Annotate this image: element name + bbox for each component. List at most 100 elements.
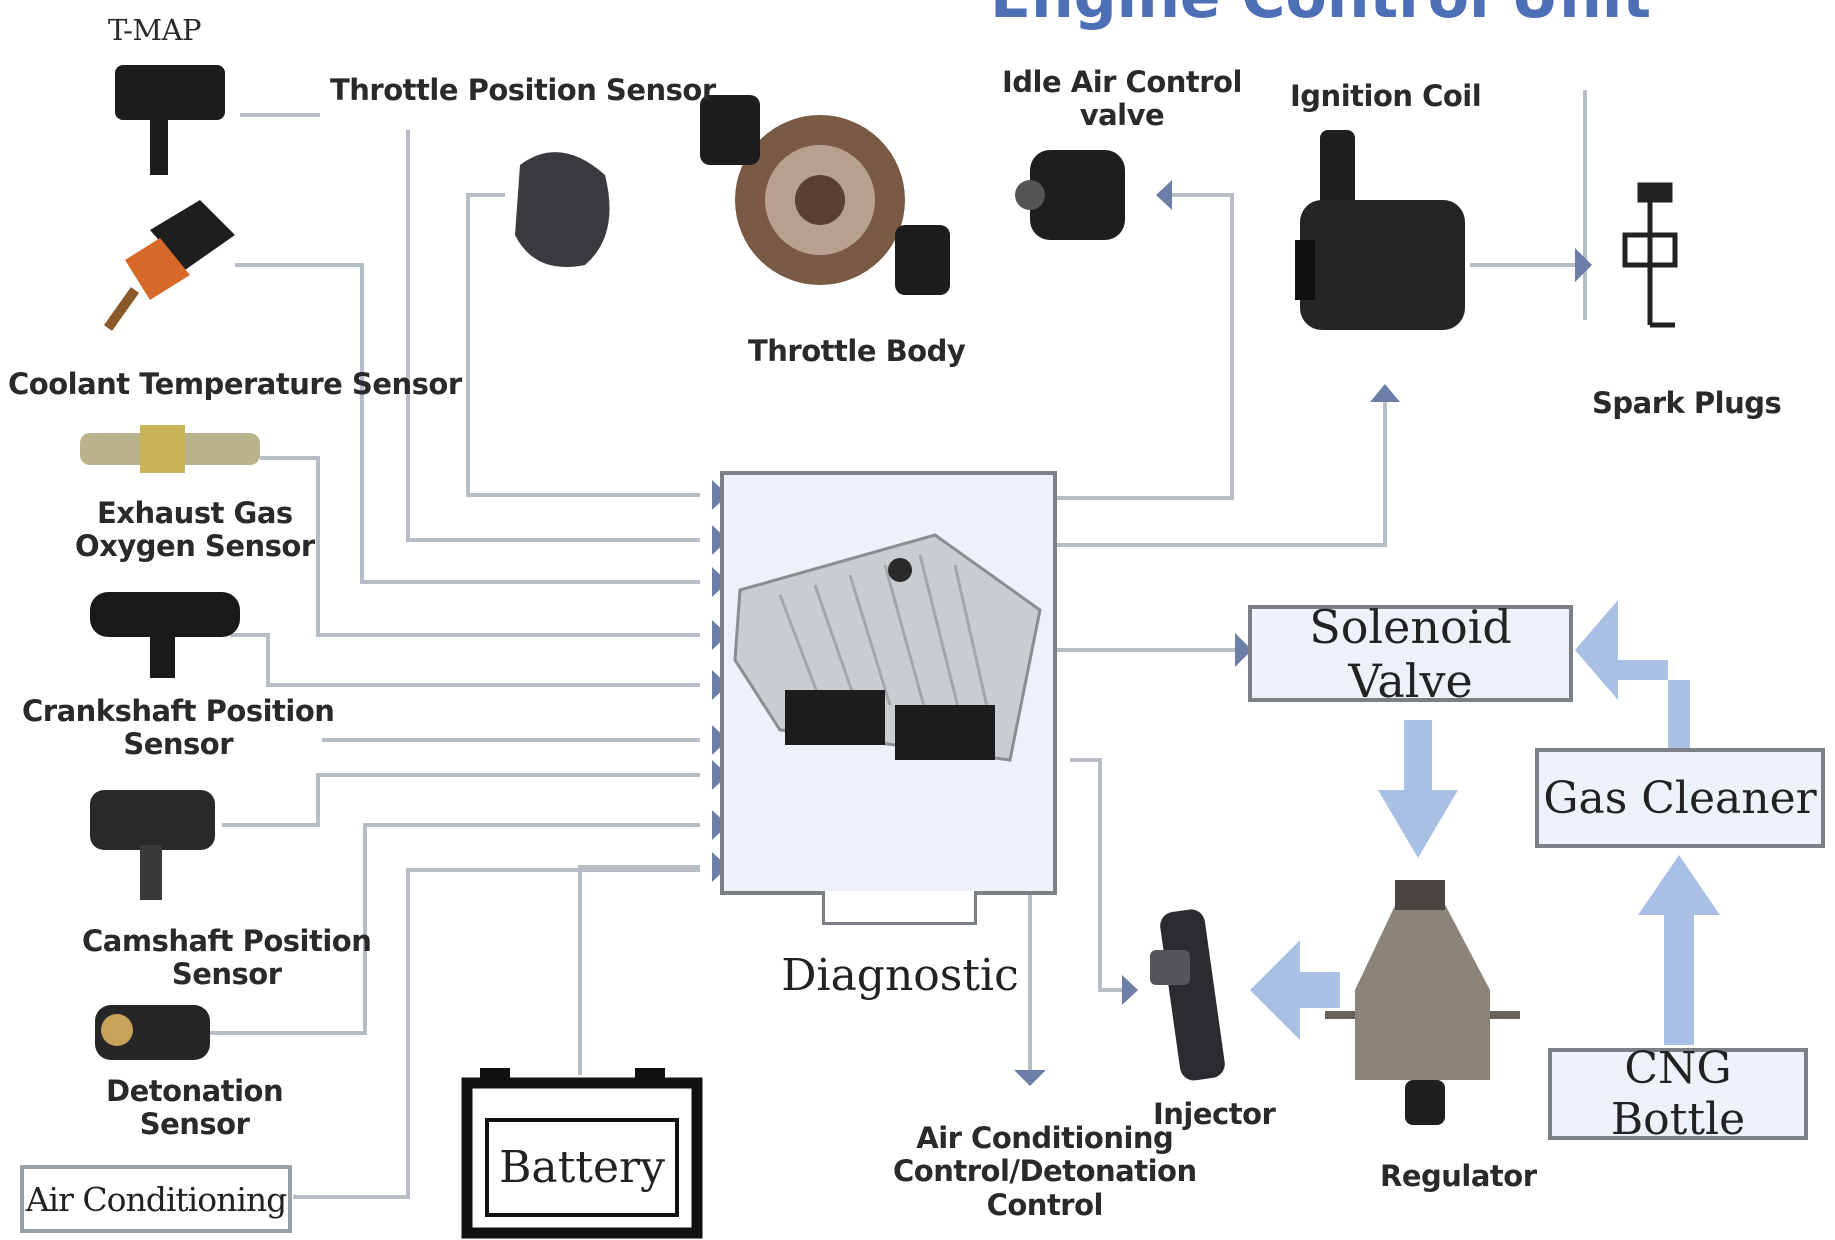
coolant-sensor bbox=[103, 200, 235, 331]
label-crankshaft-line2: Sensor bbox=[123, 727, 234, 762]
ecu-connector-right bbox=[895, 705, 995, 760]
label-ac-control-line1: Air Conditioning bbox=[916, 1121, 1174, 1155]
regulator-body bbox=[1355, 895, 1490, 1080]
label-camshaft-position-sensor: Camshaft Position Sensor bbox=[82, 924, 372, 992]
camshaft-sensor bbox=[90, 790, 215, 900]
detonation-sensor-bolt bbox=[101, 1014, 133, 1046]
ignition-coil-tower bbox=[1320, 130, 1355, 210]
idle-air-valve-port bbox=[1015, 180, 1045, 210]
throttle-body-bracket bbox=[700, 95, 760, 165]
label-injector: Injector bbox=[1153, 1097, 1276, 1131]
label-crankshaft-line1: Crankshaft Position bbox=[22, 694, 335, 728]
diagnostic-label: Diagnostic bbox=[781, 949, 1019, 1001]
regulator-outlet bbox=[1405, 1080, 1445, 1125]
injector-arrow bbox=[1122, 975, 1138, 1005]
crankshaft-sensor-plug bbox=[150, 630, 175, 678]
ecu-module bbox=[720, 471, 1057, 895]
diagnostic-port bbox=[822, 891, 977, 925]
label-tmap: T-MAP bbox=[108, 13, 202, 47]
ecu-connector-left bbox=[785, 690, 885, 745]
label-regulator: Regulator bbox=[1380, 1159, 1537, 1193]
label-exhaust-line2: Oxygen Sensor bbox=[75, 529, 315, 564]
label-detonation-sensor: Detonation Sensor bbox=[106, 1074, 284, 1142]
injector-body bbox=[1160, 909, 1225, 1081]
detonation-sensor bbox=[95, 1005, 210, 1060]
coolant-sensor-tip bbox=[103, 287, 140, 331]
label-idle-air-line2: valve bbox=[1079, 98, 1165, 133]
tmap-sensor-body bbox=[115, 65, 225, 120]
throttle-body-part bbox=[700, 95, 950, 295]
cng-bottle-box: CNG Bottle bbox=[1548, 1043, 1808, 1145]
ecu-fin bbox=[778, 594, 822, 701]
ecu-fin bbox=[813, 584, 857, 701]
label-coolant-temperature-sensor: Coolant Temperature Sensor bbox=[8, 367, 462, 401]
ecu-fin bbox=[883, 564, 927, 711]
flow-arrow-regulator-to-injector bbox=[1250, 940, 1340, 1040]
ecu-vent bbox=[888, 558, 912, 582]
wire-exhaust bbox=[260, 456, 700, 637]
idle-air-arrow bbox=[1156, 180, 1172, 210]
crankshaft-sensor-body bbox=[90, 592, 240, 637]
battery-label-frame bbox=[485, 1118, 679, 1217]
wire-battery bbox=[578, 865, 700, 1075]
ignition-coil-body bbox=[1300, 200, 1465, 330]
label-ignition-coil: Ignition Coil bbox=[1290, 79, 1482, 113]
injector-part bbox=[1150, 909, 1225, 1081]
ecu-fin bbox=[953, 564, 992, 721]
spark-plug-terminal bbox=[1637, 182, 1673, 203]
solenoid-arrow bbox=[1235, 633, 1252, 667]
label-detonation-line2: Sensor bbox=[139, 1107, 250, 1142]
camshaft-sensor-plug bbox=[140, 845, 162, 900]
wire-detonation bbox=[210, 823, 700, 1035]
idle-air-valve-part bbox=[1015, 150, 1125, 240]
flow-arrow-cleaner-to-solenoid bbox=[1575, 600, 1690, 755]
ignition-arrow bbox=[1370, 384, 1400, 402]
camshaft-sensor-body bbox=[90, 790, 215, 850]
ecu-fin bbox=[918, 554, 962, 716]
solenoid-valve-box: Solenoid Valve bbox=[1248, 600, 1573, 708]
wire-injector bbox=[1070, 758, 1128, 992]
battery-label: Battery bbox=[499, 1142, 665, 1193]
label-camshaft-line1: Camshaft Position bbox=[82, 924, 372, 958]
throttle-position-sensor-part bbox=[515, 152, 610, 267]
throttle-body-hub bbox=[795, 175, 845, 225]
ecu-fin bbox=[848, 574, 892, 706]
label-spark-plugs: Spark Plugs bbox=[1592, 386, 1782, 420]
oxygen-sensor-nut bbox=[140, 425, 185, 473]
wire-throttle-position bbox=[406, 130, 700, 542]
wire-ignition bbox=[1055, 400, 1387, 547]
label-exhaust-line1: Exhaust Gas bbox=[96, 496, 293, 530]
label-camshaft-line2: Sensor bbox=[171, 957, 282, 992]
ignition-coil-tab bbox=[1295, 240, 1315, 300]
flow-arrow-bottle-to-cleaner bbox=[1638, 855, 1720, 1045]
ignition-coil-part bbox=[1295, 130, 1465, 330]
wire-crankshaft bbox=[230, 633, 700, 687]
regulator-neck bbox=[1395, 880, 1445, 910]
tmap-sensor bbox=[115, 65, 225, 175]
label-detonation-line1: Detonation bbox=[106, 1074, 284, 1108]
label-ac-control-line3: Control bbox=[986, 1187, 1104, 1222]
crankshaft-sensor bbox=[90, 592, 240, 678]
label-idle-air-control-valve: Idle Air Control valve bbox=[1002, 65, 1242, 133]
wire-air-conditioning bbox=[293, 868, 700, 1199]
label-ac-control-line2: Control/Detonation bbox=[893, 1154, 1197, 1189]
spark-plug-part bbox=[1622, 182, 1678, 328]
idle-air-valve-body bbox=[1030, 150, 1125, 240]
tmap-sensor-port bbox=[150, 110, 168, 175]
wire-idle-air bbox=[1055, 193, 1234, 500]
label-crankshaft-position-sensor: Crankshaft Position Sensor bbox=[22, 694, 335, 762]
wire-throttle-position-sensor bbox=[466, 193, 700, 497]
label-idle-air-line1: Idle Air Control bbox=[1002, 65, 1242, 99]
diagram-title: Engine Control Unit bbox=[990, 0, 1651, 32]
exhaust-oxygen-sensor bbox=[80, 425, 260, 473]
battery-part bbox=[461, 1068, 703, 1239]
coolant-sensor-nut bbox=[125, 238, 190, 300]
regulator-part bbox=[1325, 880, 1520, 1125]
label-throttle-position-sensor: Throttle Position Sensor bbox=[330, 73, 716, 107]
flow-arrow-solenoid-to-regulator bbox=[1378, 720, 1458, 858]
injector-connector bbox=[1150, 950, 1190, 985]
air-conditioning-box: Air Conditioning bbox=[20, 1165, 292, 1233]
label-exhaust-gas-oxygen-sensor: Exhaust Gas Oxygen Sensor bbox=[75, 496, 315, 564]
throttle-body-motor bbox=[895, 225, 950, 295]
